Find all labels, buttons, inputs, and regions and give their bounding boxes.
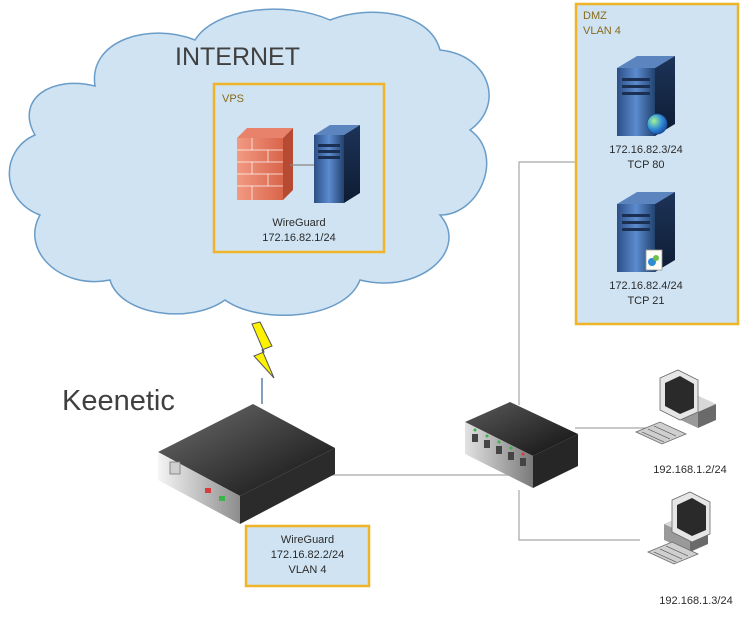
dmz-server2-ip: 172.16.82.4/24: [609, 280, 683, 292]
web-globe-icon: [646, 113, 668, 135]
link-switch-client2: [518, 490, 640, 541]
switch-icon: [465, 402, 578, 488]
keenetic-wg-line2: 172.16.82.2/24: [270, 549, 345, 561]
workstation-icon: [635, 369, 716, 445]
vps-line2: 172.16.82.1/24: [262, 232, 336, 244]
link-switch-dmz: [518, 161, 576, 405]
vps-line1: WireGuard: [272, 217, 326, 229]
keenetic-wg-line3: VLAN 4: [288, 564, 327, 576]
dmz-server1-port: TCP 80: [627, 159, 665, 171]
keenetic-wg-line1: WireGuard: [280, 534, 335, 546]
client2-ip: 192.168.1.3/24: [659, 595, 733, 607]
router-icon: [158, 404, 335, 524]
vps-title: VPS: [222, 93, 245, 105]
vps-server-icon: [314, 125, 360, 203]
dmz-vlan: VLAN 4: [583, 25, 621, 37]
ftp-document-icon: [645, 249, 663, 271]
workstation-icon: [647, 491, 711, 565]
firewall-icon: [237, 128, 293, 200]
lightning-icon: [251, 321, 275, 379]
keenetic-wg-box: [244, 524, 371, 588]
dmz-server1-ip: 172.16.82.3/24: [609, 144, 683, 156]
dmz-title: DMZ: [583, 10, 607, 22]
connection-lines: [325, 161, 650, 541]
web-server-icon: [617, 56, 675, 136]
keenetic-title: Keenetic: [62, 385, 175, 417]
client1-ip: 192.168.1.2/24: [653, 464, 727, 476]
dmz-server2-port: TCP 21: [627, 295, 665, 307]
ftp-server-icon: [617, 192, 675, 272]
internet-title: INTERNET: [175, 43, 300, 71]
